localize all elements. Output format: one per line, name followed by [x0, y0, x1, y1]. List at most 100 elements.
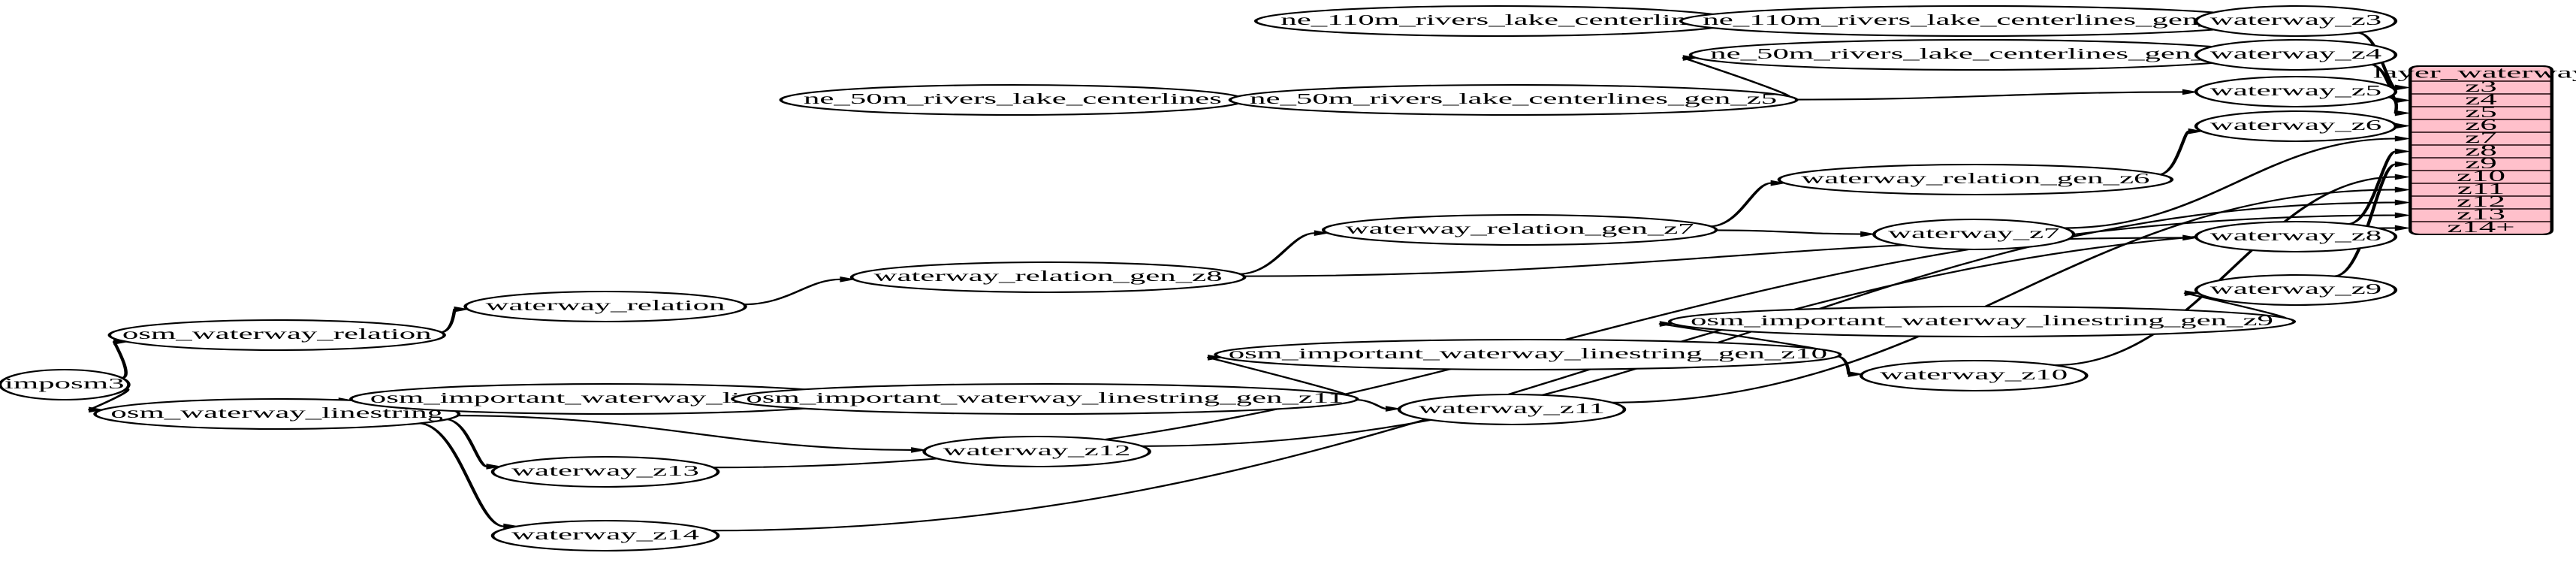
edge-arrowhead — [2394, 174, 2412, 180]
node-ellipse-waterway_relation — [463, 290, 747, 323]
graph-edge-ne_50m_rivers_lake_centerlines_gen_z5--to--waterway_z5 — [1793, 91, 2183, 101]
graph-node-osm_waterway_linestring[interactable]: osm_waterway_linestring — [93, 397, 461, 431]
node-label-waterway_z9: waterway_z9 — [2210, 281, 2381, 298]
node-ellipse-waterway_z3 — [2194, 5, 2398, 38]
table-row-label-z14plus: z14+ — [2447, 218, 2514, 235]
graph-node-waterway_relation[interactable]: waterway_relation — [463, 290, 747, 323]
edge-arrowhead — [2394, 110, 2412, 116]
graph-edge-osm_important_waterway_linestring_gen_z11--to--waterway_z11 — [1353, 398, 1387, 410]
graph-node-waterway_z14[interactable]: waterway_z14 — [490, 519, 720, 552]
graph-node-waterway_z5[interactable]: waterway_z5 — [2194, 75, 2398, 108]
graph-node-waterway_z8[interactable]: waterway_z8 — [2194, 220, 2398, 253]
graph-node-waterway_z9[interactable]: waterway_z9 — [2194, 273, 2398, 307]
node-label-osm_important_waterway_linestring: osm_important_waterway_linestring — [370, 390, 844, 406]
graph-edge-waterway_z14--to--layer_waterway_z14_ — [710, 227, 2396, 532]
graph-node-waterway_relation_gen_z7[interactable]: waterway_relation_gen_z7 — [1321, 213, 1718, 246]
graph-node-waterway_z4[interactable]: waterway_z4 — [2194, 38, 2398, 71]
node-label-waterway_z4: waterway_z4 — [2210, 46, 2382, 62]
node-ellipse-ne_50m_rivers_lake_centerlines_gen_z5 — [1228, 83, 1799, 116]
node-ellipse-osm_important_waterway_linestring_gen_z10 — [1214, 338, 1842, 371]
edge-arrowhead — [1208, 355, 1224, 361]
edge-arrowhead — [1314, 230, 1330, 237]
edge-arrowhead — [89, 406, 105, 413]
graph-edge-osm_waterway_linestring--to--waterway_z13 — [445, 418, 489, 467]
table-row-label-z9: z9 — [2465, 154, 2496, 171]
graph-edge-waterway_z10--to--layer_waterway_z10 — [2053, 176, 2396, 367]
edge-arrowhead — [2394, 135, 2412, 142]
graph-node-osm_important_waterway_linestring_gen_z11[interactable]: osm_important_waterway_linestring_gen_z1… — [731, 382, 1359, 415]
graph-edge-osm_waterway_relation--to--waterway_relation — [439, 308, 457, 334]
edge-arrowhead — [1770, 180, 1787, 186]
table-row-label-z13: z13 — [2457, 205, 2505, 222]
node-ellipse-imposm3 — [0, 368, 131, 401]
graph-node-waterway_z6[interactable]: waterway_z6 — [2194, 110, 2398, 143]
edge-arrowhead — [2394, 161, 2412, 168]
graph-node-ne_50m_rivers_lake_centerlines_gen_z4[interactable]: ne_50m_rivers_lake_centerlines_gen_z4 — [1688, 38, 2259, 71]
edge-arrowhead — [911, 447, 928, 453]
graph-node-osm_important_waterway_linestring[interactable]: osm_important_waterway_linestring — [349, 382, 865, 415]
table-row-label-z4: z4 — [2465, 90, 2496, 107]
edge-arrowhead — [486, 464, 502, 470]
node-label-ne_50m_rivers_lake_centerlines_gen_z5: ne_50m_rivers_lake_centerlines_gen_z5 — [1250, 91, 1777, 107]
node-label-waterway_z8: waterway_z8 — [2210, 228, 2381, 244]
node-label-osm_important_waterway_linestring_gen_z11: osm_important_waterway_linestring_gen_z1… — [746, 390, 1344, 406]
graph-node-ne_50m_rivers_lake_centerlines_gen_z5[interactable]: ne_50m_rivers_lake_centerlines_gen_z5 — [1228, 83, 1799, 116]
node-ellipse-waterway_z4 — [2194, 38, 2398, 71]
graph-node-ne_110m_rivers_lake_centerlines[interactable]: ne_110m_rivers_lake_centerlines — [1253, 5, 1741, 38]
graph-node-ne_110m_rivers_lake_centerlines_gen_z3[interactable]: ne_110m_rivers_lake_centerlines_gen_z3 — [1679, 5, 2269, 38]
table-row-label-z10: z10 — [2457, 167, 2505, 184]
node-label-waterway_z6: waterway_z6 — [2210, 117, 2381, 134]
node-label-ne_50m_rivers_lake_centerlines: ne_50m_rivers_lake_centerlines — [804, 91, 1222, 107]
node-label-waterway_z11: waterway_z11 — [1419, 400, 1605, 417]
graph-node-waterway_z3[interactable]: waterway_z3 — [2194, 5, 2398, 38]
nodes-layer: imposm3 osm_waterway_relation osm_waterway… — [0, 5, 2398, 552]
table-row-label-z3: z3 — [2465, 77, 2496, 95]
graph-node-osm_important_waterway_linestring_gen_z10[interactable]: osm_important_waterway_linestring_gen_z1… — [1214, 338, 1842, 371]
edge-arrowhead — [1659, 321, 1676, 327]
graph-node-waterway_z11[interactable]: waterway_z11 — [1397, 393, 1627, 426]
node-label-imposm3: imposm3 — [5, 376, 125, 392]
edge-arrowhead — [2184, 290, 2201, 297]
edge-arrowhead — [1860, 231, 1877, 237]
node-label-waterway_z7: waterway_z7 — [1888, 225, 2059, 242]
edge-arrowhead — [2394, 84, 2412, 91]
graph-edge-waterway_relation_gen_z7--to--waterway_z7 — [1714, 229, 1862, 235]
graph-node-imposm3[interactable]: imposm3 — [0, 368, 131, 401]
node-ellipse-waterway_relation_gen_z7 — [1321, 213, 1718, 246]
graph-node-waterway_relation_gen_z6[interactable]: waterway_relation_gen_z6 — [1777, 163, 2174, 196]
graph-node-waterway_z12[interactable]: waterway_z12 — [922, 435, 1151, 468]
node-ellipse-osm_waterway_linestring — [93, 397, 461, 431]
node-ellipse-waterway_z11 — [1397, 393, 1627, 426]
graph-node-waterway_z13[interactable]: waterway_z13 — [490, 455, 720, 488]
graph-node-osm_waterway_relation[interactable]: osm_waterway_relation — [107, 319, 446, 352]
node-ellipse-waterway_z12 — [922, 435, 1151, 468]
node-ellipse-waterway_z14 — [490, 519, 720, 552]
edge-arrowhead — [840, 276, 856, 282]
graph-edge-waterway_relation_gen_z6--to--waterway_z6 — [2158, 130, 2191, 176]
graph-node-waterway_z10[interactable]: waterway_z10 — [1859, 359, 2089, 392]
graph-node-waterway_relation_gen_z8[interactable]: waterway_relation_gen_z8 — [849, 261, 1247, 294]
graph-node-waterway_z7[interactable]: waterway_z7 — [1872, 218, 2076, 251]
node-label-osm_important_waterway_linestring_gen_z9: osm_important_waterway_linestring_gen_z9 — [1691, 313, 2273, 329]
node-ellipse-waterway_z10 — [1859, 359, 2089, 392]
node-label-waterway_z14: waterway_z14 — [511, 527, 699, 543]
node-label-waterway_relation_gen_z7: waterway_relation_gen_z7 — [1346, 221, 1694, 237]
node-label-osm_waterway_relation: osm_waterway_relation — [122, 326, 432, 343]
node-ellipse-waterway_z13 — [490, 455, 720, 488]
edge-arrowhead — [2188, 128, 2204, 134]
table-row-label-z5: z5 — [2465, 103, 2496, 120]
graph-edge-waterway_z7--to--layer_waterway_z7 — [2063, 137, 2396, 229]
graph-node-osm_important_waterway_linestring_gen_z9[interactable]: osm_important_waterway_linestring_gen_z9 — [1667, 305, 2297, 338]
node-ellipse-osm_waterway_relation — [107, 319, 446, 352]
node-label-ne_50m_rivers_lake_centerlines_gen_z4: ne_50m_rivers_lake_centerlines_gen_z4 — [1710, 46, 2237, 62]
table-row-label-z7: z7 — [2465, 128, 2496, 146]
table-header-label: layer_waterway — [2373, 64, 2576, 81]
graph-node-ne_50m_rivers_lake_centerlines[interactable]: ne_50m_rivers_lake_centerlines — [779, 83, 1247, 116]
node-label-waterway_z3: waterway_z3 — [2210, 12, 2381, 29]
node-ellipse-osm_important_waterway_linestring_gen_z11 — [731, 382, 1359, 415]
node-ellipse-waterway_z9 — [2194, 273, 2398, 307]
node-label-waterway_z10: waterway_z10 — [1880, 367, 2068, 383]
layer-waterway-table: layer_waterwayz3z4z5z6z7z8z9z10z11z12z13… — [2373, 64, 2576, 236]
graph-edge-imposm3--to--osm_waterway_relation — [112, 340, 128, 379]
